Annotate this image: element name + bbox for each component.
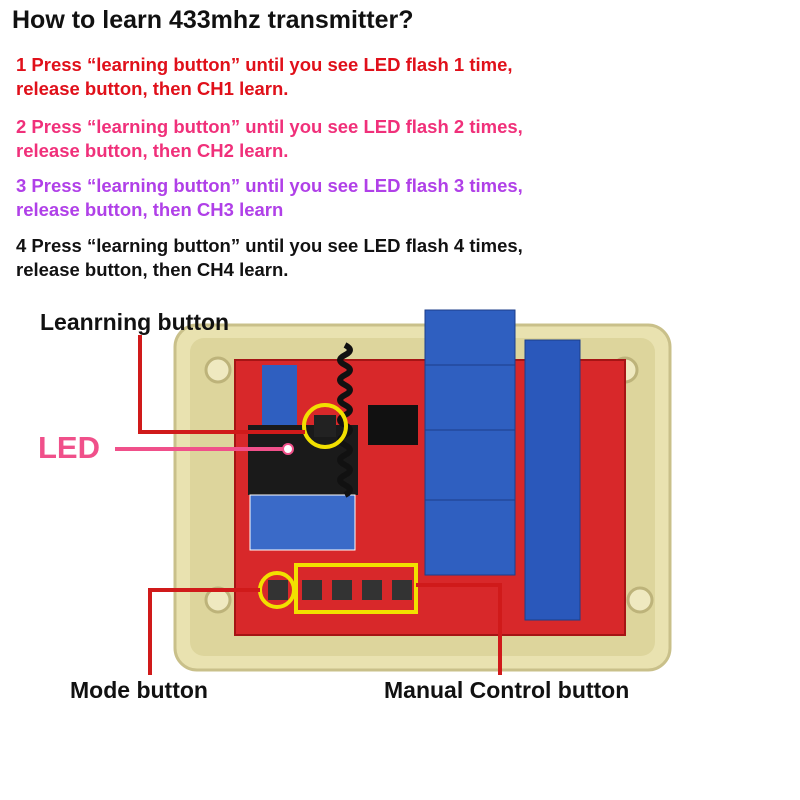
wifi-module [249,494,356,551]
step-3-line-1: 3 Press “learning button” until you see … [16,175,523,196]
mode-button-label: Mode button [70,677,208,703]
relay [424,309,516,366]
step-1-line-2: release button, then CH1 learn. [16,78,289,99]
manual-control-button-label: Manual Control button [384,677,630,703]
output-terminal-strip [524,339,581,621]
step-2-line-2: release button, then CH2 learn. [16,140,289,161]
step-4-line-2: release button, then CH4 learn. [16,259,289,280]
learning-button-highlight [302,403,348,449]
learning-button[interactable] [314,415,336,437]
manual-button-4[interactable] [392,580,412,600]
relay [424,364,516,431]
screw-post [626,586,654,614]
learning-button-label: Leanrning button [40,309,230,335]
manual-buttons-highlight [294,563,418,614]
step-1: 1 Press “learning button” until you see … [16,53,513,101]
step-2-line-1: 2 Press “learning button” until you see … [16,116,523,137]
step-3-line-2: release button, then CH3 learn [16,199,284,220]
manual-button-1[interactable] [302,580,322,600]
step-4: 4 Press “learning button” until you see … [16,234,523,282]
antenna-coil [337,342,353,498]
led-indicator [282,443,294,455]
page-title: How to learn 433mhz transmitter? [12,6,414,34]
mode-button-pointer [148,588,260,675]
relay [424,429,516,501]
manual-button-2[interactable] [332,580,352,600]
step-4-line-1: 4 Press “learning button” until you see … [16,235,523,256]
manual-button-3[interactable] [362,580,382,600]
step-1-line-1: 1 Press “learning button” until you see … [16,54,513,75]
screw-post [204,356,232,384]
relays [424,309,516,576]
manual-control-pointer [416,583,502,675]
ic-chip [368,405,418,445]
led-label: LED [38,430,100,465]
relay [424,499,516,576]
learning-button-pointer [138,335,305,434]
step-3: 3 Press “learning button” until you see … [16,174,523,222]
mode-button[interactable] [268,580,288,600]
step-2: 2 Press “learning button” until you see … [16,115,523,163]
power-terminal [262,365,297,425]
